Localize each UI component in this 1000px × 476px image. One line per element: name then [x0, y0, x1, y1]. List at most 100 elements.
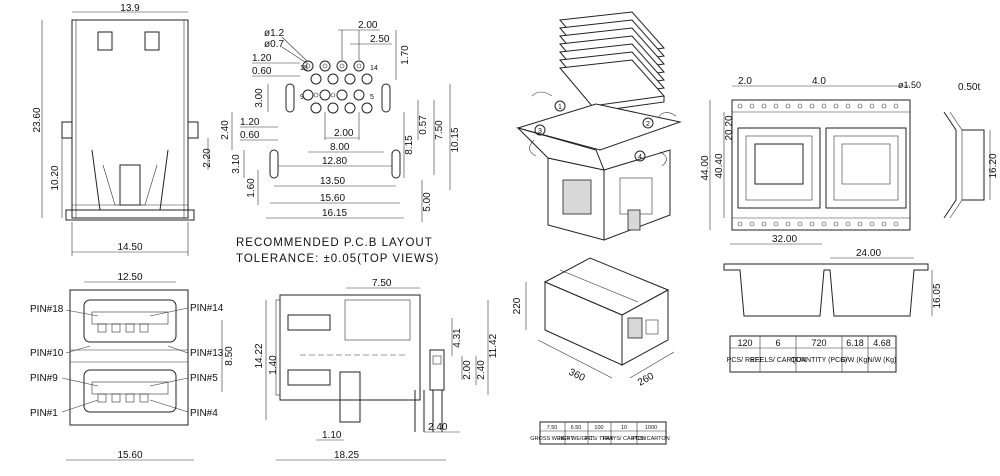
table-header: REELS/ CARTON: [750, 357, 806, 364]
dim-label: 10.20: [50, 165, 61, 190]
dim-label: 13.9: [120, 3, 140, 14]
table-cell: 6.50: [571, 425, 582, 431]
dim-label: 8.50: [224, 346, 235, 366]
dim-label: 14.50: [117, 242, 142, 253]
dim-label: 7.50: [372, 278, 392, 289]
tape-side-profile: 16.20: [943, 111, 999, 219]
dim-label: 15.60: [117, 450, 142, 461]
step-label: 2: [646, 121, 650, 128]
dim-label: 20.20: [724, 115, 735, 140]
dim-label: 260: [636, 371, 656, 389]
front-side-boss: [61, 121, 73, 139]
dim-label: 8.15: [404, 135, 415, 155]
dim-label: ø1.2: [264, 28, 284, 39]
dim-label: 3.10: [231, 154, 242, 174]
table-header: QUANTITY (PCS): [791, 357, 847, 364]
dim-label: 2.40: [428, 422, 448, 433]
table-cell: 4.68: [873, 338, 891, 348]
dim-label: 2.00: [462, 360, 473, 380]
table-cell: 100: [594, 425, 603, 431]
pcb-layout-title: RECOMMENDED P.C.B LAYOUT: [236, 237, 433, 249]
dim-label: 1.20: [240, 117, 260, 128]
dim-label: 5.00: [422, 192, 433, 212]
table-header: PCS/ TRAY: [585, 436, 614, 442]
dim-label: 16.05: [932, 283, 943, 308]
sprocket-holes: [737, 103, 899, 227]
dim-label: 16.20: [988, 153, 999, 178]
table-cell: 6.18: [846, 338, 864, 348]
dim-label: 0.57: [418, 115, 429, 135]
dim-label: 7.50: [434, 120, 445, 140]
dim-label: 23.60: [32, 107, 43, 132]
dim-label: 12.80: [322, 156, 347, 167]
dim-label: ø1.50: [898, 80, 921, 90]
dim-label: 1.20: [252, 53, 272, 64]
dim-label: 4.31: [452, 328, 463, 348]
dim-label: 0.50t: [958, 82, 980, 93]
dim-label: 2.20: [202, 148, 213, 168]
dim-label: 10.15: [450, 127, 461, 152]
side-view: 7.50 14.22 1.40 4.31 11.42 2.00 2.40 1.1…: [254, 278, 499, 461]
lower-usb-port: [83, 369, 177, 413]
upper-usb-port: [83, 299, 177, 343]
hole-label: 9: [300, 94, 304, 101]
dim-label: 18.25: [334, 450, 359, 461]
table-header: GROSS WEIGHT: [530, 436, 574, 442]
pin-label: PIN#18: [30, 304, 64, 315]
dim-label: 13.50: [320, 176, 345, 187]
table-header: N/W (Kg): [868, 357, 897, 364]
dim-label: 1.60: [246, 178, 257, 198]
dim-label: 2.0: [738, 76, 752, 87]
table-cell: 6: [775, 338, 780, 348]
dim-label: 12.50: [117, 272, 142, 283]
pcb-slot: [285, 83, 295, 113]
table-header: PCS/ CARTON: [632, 436, 669, 442]
pcb-slot: [391, 149, 401, 179]
tape-pocket: [737, 127, 821, 209]
tape-front-profile: 16.05: [723, 263, 943, 317]
dim-label: 40.40: [714, 153, 725, 178]
step-label: 3: [538, 128, 542, 135]
hole-label: 14: [370, 65, 378, 72]
dim-label: 24.00: [856, 248, 881, 259]
dim-label: 3.00: [254, 88, 265, 108]
dim-label: 2.00: [358, 20, 378, 31]
dim-label: 14.22: [254, 343, 265, 368]
carton-packing-illustration: 1 2 3 4: [516, 11, 682, 241]
table-header: TRAYS/ CARTON: [602, 436, 646, 442]
side-housing-outline: [279, 294, 421, 401]
tape-pocket: [825, 127, 907, 209]
pin-label: PIN#13: [190, 348, 224, 359]
table-cell: 120: [737, 338, 752, 348]
pcb-tolerance-note: TOLERANCE: ±0.05(TOP VIEWS): [236, 253, 439, 265]
table-cell: 7.50: [547, 425, 558, 431]
dim-label: 220: [512, 297, 523, 314]
pin-label: PIN#14: [190, 303, 224, 314]
dim-label: 32.00: [772, 234, 797, 245]
pcb-slot: [381, 83, 391, 113]
step-markers: 1 2 3 4: [534, 100, 654, 162]
tray-spec-table: 7.50 6.50 100 10 1000 GROSS WEIGHT NET W…: [530, 421, 670, 445]
pin-view: 12.50 15.60 8.50 PIN#18 PIN#10 PIN#9 PIN…: [30, 272, 235, 461]
front-latch-window: [144, 31, 160, 51]
carton-label: [562, 179, 592, 215]
pin-label: PIN#4: [190, 408, 218, 419]
front-housing-outline: [71, 19, 189, 219]
open-carton-top: [516, 103, 682, 151]
pcb-hole-grid: [302, 60, 373, 114]
table-header: PCS/ REEL: [727, 357, 764, 364]
dim-label: 1.40: [268, 355, 279, 375]
tape-outline: [731, 99, 911, 231]
pin-label: PIN#5: [190, 373, 218, 384]
pin-label: PIN#1: [30, 408, 58, 419]
dim-label: 16.15: [322, 208, 347, 219]
pcb-slot: [269, 149, 279, 179]
front-side-boss: [187, 121, 199, 139]
table-cell: 720: [811, 338, 826, 348]
dim-label: 4.0: [812, 76, 826, 87]
dim-label: 8.00: [330, 142, 350, 153]
tray-stack: [559, 11, 665, 113]
table-header: G/W (Kg): [840, 357, 869, 364]
